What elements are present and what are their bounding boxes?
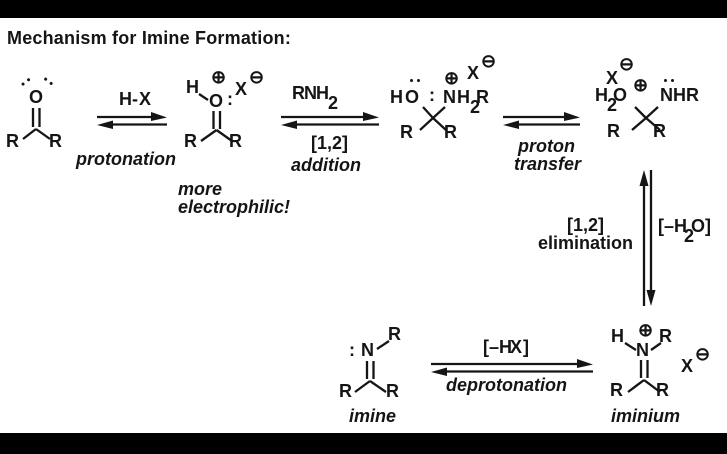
minus-charge-icon: ⊖ [695,344,711,364]
oxocarbenium-oxygen-atom: O [209,91,224,111]
protonation-label: protonation [76,149,176,169]
minus-charge-icon: ⊖ [249,67,265,87]
reagent-amine-h-subscript: 2 [328,93,339,113]
plus-charge-icon: ⊕ [211,67,227,87]
ketone-r-right: R [49,131,62,151]
iminium-r-top: R [659,326,672,346]
iminium-r-right: R [656,380,669,400]
water-byproduct-subscript: 2 [684,226,695,246]
imine-caption: imine [349,406,397,426]
protonated-carbinolamine-h2-subscript: 2 [607,95,618,115]
iminium-r-left: R [610,380,623,400]
water-byproduct-post: ] [705,216,711,236]
addition-label-line1: [1,2] [311,133,349,153]
carbinolamine-h: H [390,87,403,107]
lone-pair-colon: : [429,85,435,105]
hx-loss-x: X [510,337,523,357]
elimination-label-line1: [1,2] [567,215,605,235]
protonated-carbinolamine-r-left: R [607,121,620,141]
minus-charge-icon: ⊖ [481,51,497,71]
deprotonation-label: deprotonation [446,375,567,395]
electrophilic-note-line1: more [178,179,223,199]
plus-charge-icon: ⊕ [633,75,649,95]
imine-r-right: R [386,381,399,401]
carbinolamine-oxygen-atom: O [405,87,420,107]
reagent-hx-x: X [139,89,152,109]
protonated-carbinolamine-oxygen-atom: O [613,85,628,105]
hx-loss-pre: [–H [483,337,513,357]
minus-charge-icon: ⊖ [619,54,635,74]
hx-loss-post: ] [523,337,529,357]
protonated-carbinolamine-r-right: R [653,121,666,141]
reagent-hx-h: H- [119,89,138,109]
protonated-carbinolamine-hr: HR [673,85,699,105]
carbinolamine-h2-subscript: 2 [470,97,481,117]
imine-r-top: R [388,324,401,344]
carbinolamine-nitrogen-atom: N [443,87,456,107]
water-byproduct-pre: [–H [658,216,688,236]
iminium-caption: iminium [611,406,681,426]
carbinolamine-r-left: R [400,122,413,142]
lone-pair-colon: : [349,340,355,360]
carbinolamine-h2: H [457,87,470,107]
reagent-amine-r: R [292,83,305,103]
reagent-amine-h: H [316,83,329,103]
imine-r-left: R [339,381,352,401]
addition-label-line2: addition [291,155,361,175]
ketone-oxygen-atom: O [29,87,44,107]
protonated-carbinolamine-nitrogen-atom: N [660,85,673,105]
oxocarbenium-r-right: R [229,131,242,151]
iminium-nitrogen-atom: N [636,340,649,360]
iminium-h: H [611,326,624,346]
oxocarbenium-r-left: R [184,131,197,151]
imine-nitrogen-atom: N [361,340,374,360]
proton-transfer-label-line2: transfer [514,154,582,174]
proton-transfer-label-line1: proton [518,136,575,156]
lone-pair-dots [410,79,421,83]
plus-charge-icon: ⊕ [638,320,654,340]
carbinolamine-r-right: R [444,122,457,142]
elimination-label-line2: elimination [538,233,634,253]
electrophilic-note-line2: electrophilic! [178,197,291,217]
oxocarbenium-h: H [186,77,199,97]
carbinolamine-r-on-n: R [476,87,489,107]
reagent-amine-n: N [304,83,317,103]
lone-pair-colon: : [227,89,233,109]
counterion-x: X [235,79,248,99]
ketone-r-left: R [6,131,19,151]
counterion-x: X [681,356,694,376]
plus-charge-icon: ⊕ [444,68,460,88]
counterion-x: X [606,68,619,88]
diagram-background [0,18,727,433]
water-byproduct-oxygen: O [691,216,706,236]
counterion-x: X [467,63,480,83]
protonated-carbinolamine-h2: H [595,85,608,105]
page-title: Mechanism for Imine Formation: [7,28,292,48]
lone-pair-dots [664,79,675,83]
